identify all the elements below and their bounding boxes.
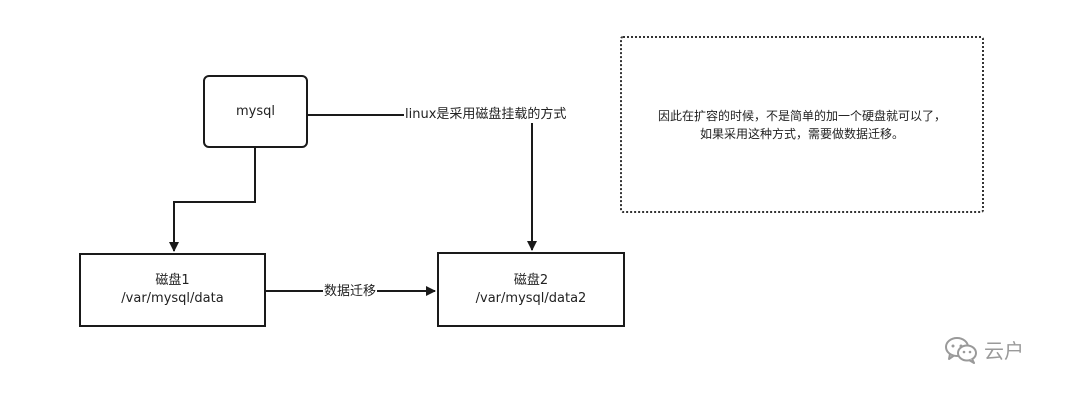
node-disk2-title: 磁盘2 [513,272,549,288]
node-disk2-path: /var/mysql/data2 [475,290,587,306]
note-line-1: 因此在扩容的时候，不是简单的加一个硬盘就可以了， [657,108,946,123]
wechat-icon [945,336,977,364]
note-line-2: 如果采用这种方式，需要做数据迁移。 [699,126,904,141]
watermark-text: 云户 [984,339,1024,363]
edge-mysql-to-disk1 [169,148,256,252]
node-disk2[interactable]: 磁盘2 /var/mysql/data2 [437,252,625,327]
edge-label-mount-method: linux是采用磁盘挂载的方式 [404,107,568,123]
note-box[interactable]: 因此在扩容的时候，不是简单的加一个硬盘就可以了， 如果采用这种方式，需要做数据迁… [620,36,984,213]
node-mysql-label: mysql [236,103,275,119]
note-text: 因此在扩容的时候，不是简单的加一个硬盘就可以了， 如果采用这种方式，需要做数据迁… [658,107,946,143]
watermark: 云户 [944,335,1024,364]
node-disk1-path: /var/mysql/data [121,291,224,306]
edge-label-data-migration: 数据迁移 [323,284,378,300]
node-mysql[interactable]: mysql [203,75,308,148]
edge-mysql-to-disk2 [308,114,537,251]
node-disk1-title: 磁盘1 [155,273,190,288]
node-disk1[interactable]: 磁盘1 /var/mysql/data [79,253,266,327]
